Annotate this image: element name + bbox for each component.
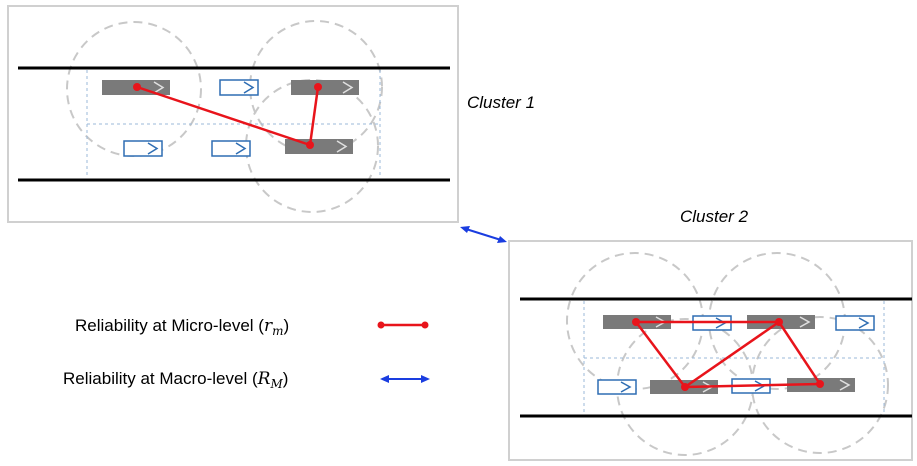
micro-link: [308, 86, 320, 146]
cluster-2-micro-nodes: [632, 318, 824, 391]
link-node: [681, 383, 689, 391]
range-circle: [249, 20, 383, 154]
legend-macro-line: [380, 375, 430, 383]
range-circle: [245, 79, 379, 213]
cluster-1-unconnected-vehicles: [123, 79, 259, 157]
legend-macro-entry: Reliability at Macro-level (RM): [63, 369, 430, 391]
legend-micro-label: Reliability at Micro-level (rm): [75, 316, 289, 338]
legend: Reliability at Micro-level (rm) Reliabil…: [63, 316, 430, 391]
link-node: [306, 141, 314, 149]
legend-micro-line: [377, 321, 429, 329]
unconnected-vehicle: [219, 79, 259, 96]
macro-link: [460, 226, 507, 243]
cluster-1-lane-dividers: [86, 70, 381, 178]
cluster-2-micro-links: [635, 320, 822, 389]
connected-vehicle: [291, 80, 359, 95]
unconnected-vehicle: [835, 315, 875, 331]
link-node: [816, 380, 824, 388]
legend-macro-label: Reliability at Macro-level (RM): [63, 369, 288, 391]
cluster-1-micro-links: [136, 85, 320, 147]
micro-link: [136, 85, 311, 147]
legend-micro-entry: Reliability at Micro-level (rm): [75, 316, 429, 338]
micro-link: [635, 321, 686, 388]
unconnected-vehicle: [211, 140, 251, 157]
micro-link: [777, 321, 822, 385]
cluster-1-micro-nodes: [133, 83, 322, 149]
cluster-1-frame: [7, 5, 459, 223]
unconnected-vehicle: [123, 140, 163, 157]
cluster-2-frame: [508, 240, 913, 461]
link-node: [632, 318, 640, 326]
micro-link: [684, 320, 780, 389]
link-node: [775, 318, 783, 326]
cluster-2-label: Cluster 2: [680, 207, 749, 226]
unconnected-vehicle: [597, 379, 637, 395]
link-node: [133, 83, 141, 91]
cluster-2-lane-dividers: [583, 301, 885, 414]
micro-link: [684, 382, 821, 389]
cluster-1-label: Cluster 1: [467, 93, 535, 112]
link-node: [314, 83, 322, 91]
cluster-1-panel: [7, 5, 459, 223]
cluster-2-panel: [508, 240, 913, 461]
